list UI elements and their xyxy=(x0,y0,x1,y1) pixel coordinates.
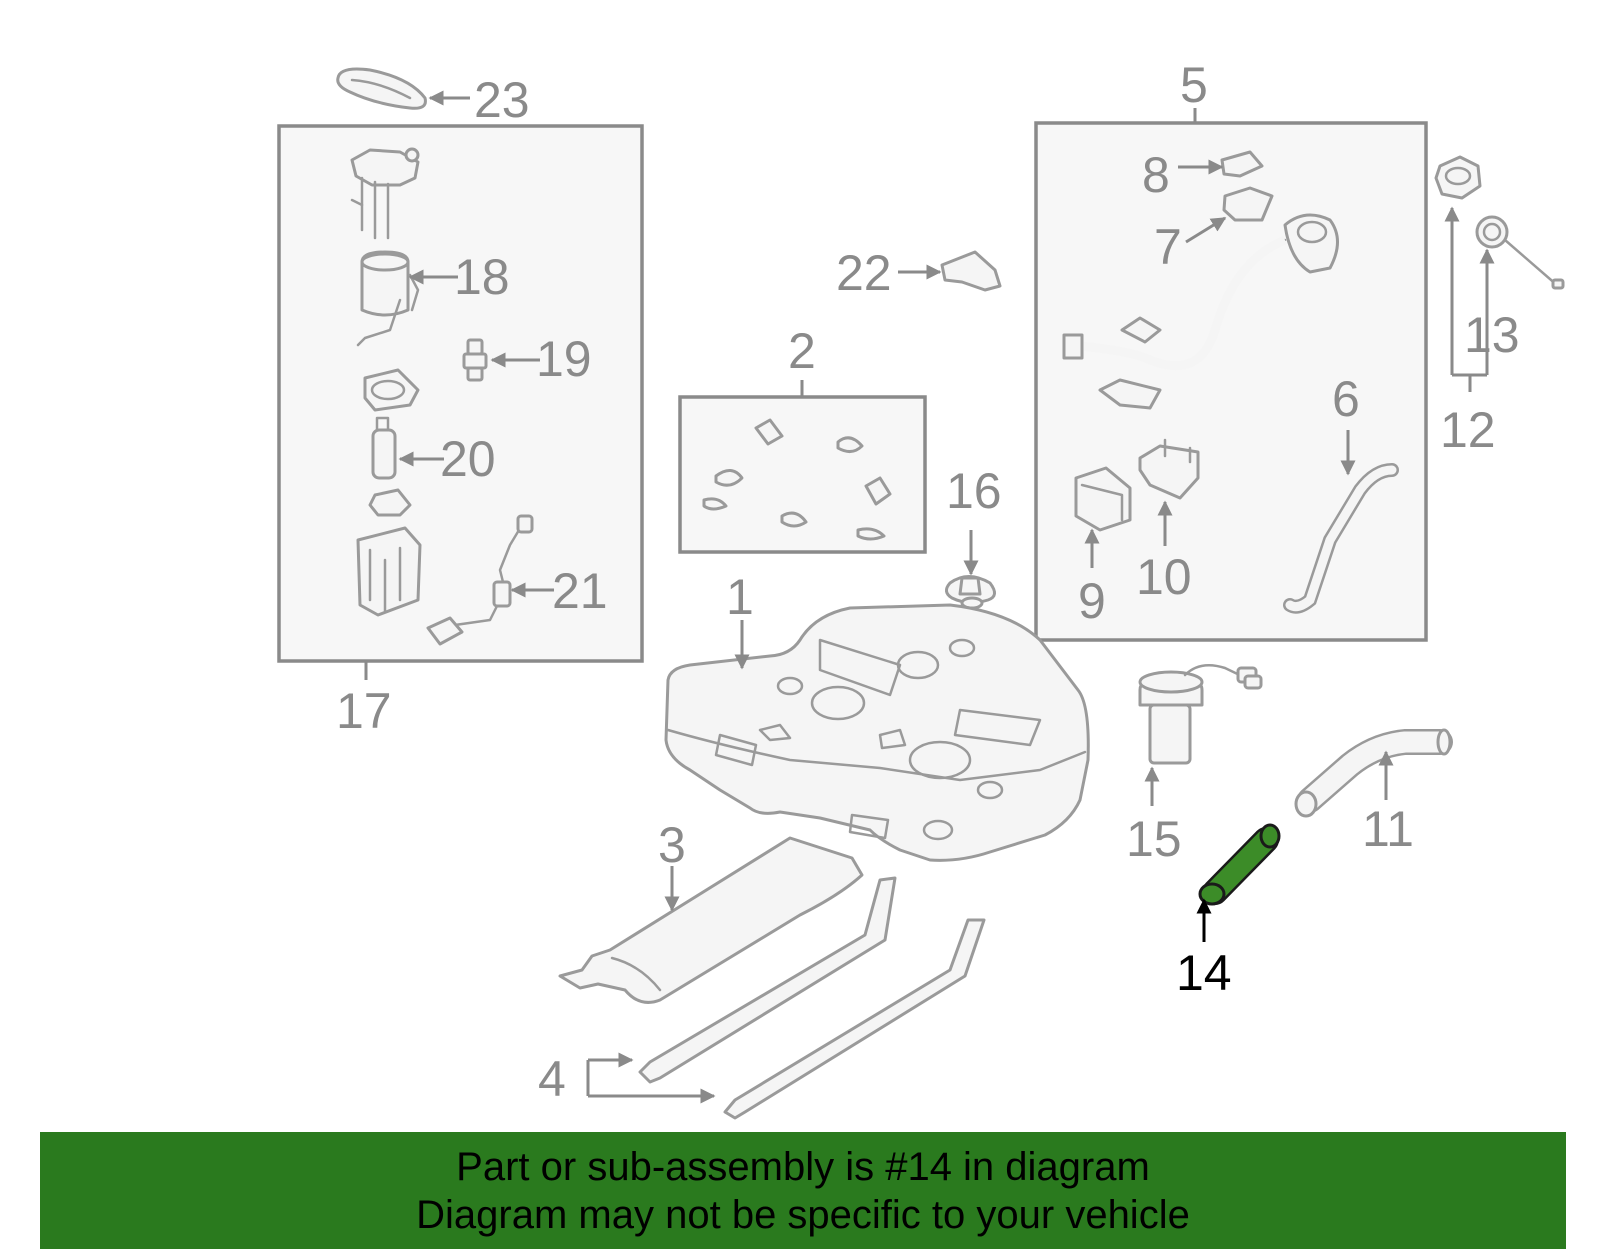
leader-lines xyxy=(398,90,1394,1104)
callout-19: 19 xyxy=(536,331,592,387)
part-11-hose xyxy=(1294,728,1453,818)
callout-10: 10 xyxy=(1136,549,1192,605)
callout-22: 22 xyxy=(836,245,892,301)
assembly-2-pads xyxy=(678,380,927,554)
callout-18: 18 xyxy=(454,249,510,305)
part-14-highlighted-hose[interactable] xyxy=(1198,823,1281,906)
callout-3: 3 xyxy=(658,817,686,873)
part-3-heat-shield xyxy=(558,836,864,1004)
callout-7: 7 xyxy=(1154,219,1182,275)
part-4-tank-straps xyxy=(638,876,986,1120)
callout-15: 15 xyxy=(1126,811,1182,867)
callout-14-highlighted: 14 xyxy=(1176,945,1232,1001)
callout-1: 1 xyxy=(726,569,754,625)
callout-2: 2 xyxy=(788,323,816,379)
banner-part-note: Part or sub-assembly is #14 in diagram xyxy=(456,1144,1150,1189)
assembly-17-box xyxy=(277,124,644,663)
callout-6: 6 xyxy=(1332,371,1360,427)
parts-diagram: 23 18 19 20 21 17 2 1 16 22 5 8 7 6 9 10… xyxy=(277,57,1565,1120)
pump-reservoir-part xyxy=(356,526,422,617)
assembly-5-filler-neck xyxy=(1034,108,1428,642)
info-banner: Part or sub-assembly is #14 in diagram D… xyxy=(40,1132,1566,1249)
part-1-fuel-tank xyxy=(664,603,1090,862)
callout-11: 11 xyxy=(1362,801,1414,857)
part-16-grommet xyxy=(945,575,996,610)
assembly-17-fuel-pump-module xyxy=(277,124,644,680)
part-15-fuel-sender xyxy=(1138,663,1263,765)
part-13-cap-tether xyxy=(1475,215,1565,290)
callout-23: 23 xyxy=(474,72,530,128)
callout-17: 17 xyxy=(336,683,392,739)
pump-bracket-part xyxy=(350,147,420,240)
part-23-gasket xyxy=(336,67,427,110)
banner-vehicle-disclaimer: Diagram may not be specific to your vehi… xyxy=(416,1192,1190,1237)
part-12-fuel-cap xyxy=(1434,155,1482,200)
callout-20: 20 xyxy=(440,431,496,487)
callout-12: 12 xyxy=(1440,402,1496,458)
pump-ring-part xyxy=(363,368,420,412)
part-22-bracket xyxy=(940,250,1002,292)
callout-4: 4 xyxy=(538,1051,566,1107)
callout-labels: 23 18 19 20 21 17 2 1 16 22 5 8 7 6 9 10… xyxy=(336,57,1520,1107)
callout-9: 9 xyxy=(1078,573,1106,629)
callout-5: 5 xyxy=(1180,57,1208,113)
part-19-check-valve xyxy=(462,338,488,382)
callout-8: 8 xyxy=(1142,147,1170,203)
part-20-fuel-pump xyxy=(371,416,397,480)
pump-clip-part xyxy=(368,488,412,517)
callout-13: 13 xyxy=(1464,307,1520,363)
part-21-level-sender xyxy=(426,514,534,646)
callout-21: 21 xyxy=(552,563,608,619)
callout-16: 16 xyxy=(946,463,1002,519)
